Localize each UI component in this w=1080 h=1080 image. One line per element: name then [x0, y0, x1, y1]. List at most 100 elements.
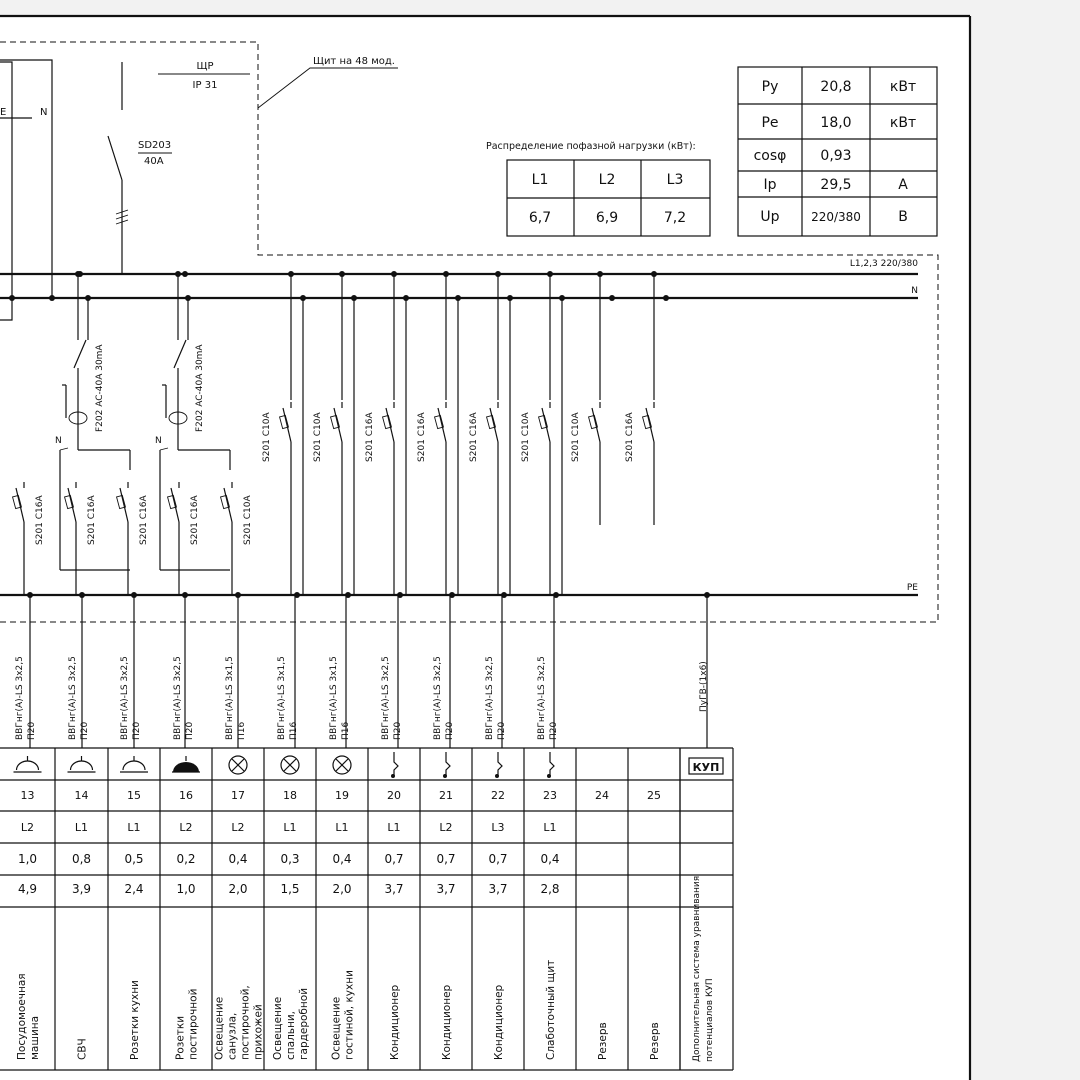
main-switch-model: SD203: [138, 140, 171, 151]
branch-high-label: S201 C10A: [262, 412, 272, 462]
branch-high-6: S201 C10A: [521, 271, 565, 748]
rcd-phase-dot: [175, 271, 181, 277]
rcd-label: F202 AC-40A 30mA: [95, 344, 105, 432]
branch-low-label: S201 C10A: [243, 495, 253, 545]
incoming-n-line: [0, 59, 53, 298]
branch-high-4: S201 C16A: [417, 271, 461, 748]
socket-icon: [13, 756, 42, 773]
branch-high-label: S201 C16A: [469, 412, 479, 462]
branch-low-label: S201 C16A: [87, 495, 97, 545]
circuit-phase: L1: [283, 821, 296, 834]
main-switch-blade: [107, 135, 123, 181]
circuit-phase: L1: [127, 821, 140, 834]
branch-breaker-high-icon-trip: [381, 414, 393, 430]
branch-breaker-high-icon-blade: [282, 407, 292, 443]
circuit-number: 22: [491, 789, 505, 802]
circuit-power: 0,8: [72, 852, 91, 866]
branch-breaker-high-icon: [587, 402, 601, 443]
cable-label-19: ВВГнг(А)-LS 3х1,5: [329, 656, 339, 740]
circuit-name-line: СВЧ: [77, 1038, 89, 1060]
phase-dist-header-l1: L1: [532, 172, 549, 188]
branch-high-label: S201 C10A: [313, 412, 323, 462]
cable-label-14: ВВГнг(А)-LS 3х2,5: [68, 656, 78, 740]
conduit-label-17: П16: [237, 722, 247, 740]
circuit-number: 17: [231, 789, 245, 802]
circuit-name-line: Резерв: [597, 1022, 609, 1060]
panel-name-top: ЩР: [197, 61, 214, 72]
branch-high-label: S201 C16A: [417, 412, 427, 462]
lamp-icon: [280, 755, 300, 775]
circuit-number: 23: [543, 789, 557, 802]
circuit-name-line: Посудомоечная: [16, 973, 28, 1060]
feed-icon: [495, 752, 503, 778]
branch-high-n-dot: [609, 295, 615, 301]
circuit-phase: L1: [543, 821, 556, 834]
circuit-power: 0,3: [280, 852, 299, 866]
branch-breaker-low-icon: [166, 482, 180, 523]
conduit-label-20: П20: [393, 722, 403, 740]
lamp-icon: [332, 755, 352, 775]
circuit-power: 0,7: [488, 852, 507, 866]
summary-unit-ip: А: [898, 177, 908, 193]
circuit-current: 1,5: [280, 882, 299, 896]
branch-breaker-high-icon-blade: [541, 407, 551, 443]
circuit-power: 0,4: [540, 852, 559, 866]
cable-label-21: ВВГнг(А)-LS 3х2,5: [433, 656, 443, 740]
circuit-number: 21: [439, 789, 453, 802]
circuit-name-line: гардеробной: [298, 988, 310, 1060]
cable-label-15: ВВГнг(А)-LS 3х2,5: [120, 656, 130, 740]
circuit-current: 2,0: [228, 882, 247, 896]
cable-label-18: ВВГнг(А)-LS 3х1,5: [277, 656, 287, 740]
branch-breaker-low-icon-trip: [63, 494, 75, 510]
rcd-n-out-tick: [159, 447, 169, 451]
panel-enclosure: [0, 41, 939, 623]
branch-breaker-low-icon-blade: [119, 487, 129, 523]
circuit-number: 14: [75, 789, 89, 802]
circuit-phase: L2: [179, 821, 192, 834]
circuit-name-line: Кондиционер: [493, 984, 505, 1060]
branch-low-pe-dot: [235, 592, 241, 598]
branch-breaker-high-icon-blade: [333, 407, 343, 443]
rcd-n-label: N: [55, 436, 62, 446]
branch-breaker-high-icon-trip: [329, 414, 341, 430]
branch-high-label: S201 C10A: [521, 412, 531, 462]
circuit-current: 4,9: [18, 882, 37, 896]
branch-breaker-low-icon-blade: [223, 487, 233, 523]
summary-value-up: 220/380: [811, 210, 861, 224]
circuit-name-line: Освещение: [272, 997, 284, 1060]
circuit-power: 0,7: [436, 852, 455, 866]
incoming-n-label: N: [40, 107, 47, 118]
feed-icon: [547, 752, 555, 778]
branch-breaker-high-icon-trip: [537, 414, 549, 430]
branch-breaker-low-icon: [63, 482, 77, 523]
pe-busbar-label: PE: [907, 583, 918, 593]
branch-breaker-low-icon: [115, 482, 129, 523]
circuit-phase: L3: [491, 821, 504, 834]
rcd-blade: [73, 339, 87, 369]
kup-symbol-icon: [688, 757, 724, 775]
branch-breaker-high-icon: [537, 402, 551, 443]
branch-breaker-high-icon-blade: [591, 407, 601, 443]
circuit-current: 3,9: [72, 882, 91, 896]
branch-breaker-high-icon-blade: [385, 407, 395, 443]
branch-breaker-high-icon: [329, 402, 343, 443]
circuit-name-line: Розетки кухни: [129, 980, 141, 1060]
circuit-number: 13: [21, 789, 35, 802]
branch-high-label: S201 C16A: [365, 412, 375, 462]
branch-high-1: S201 C10A: [262, 271, 306, 748]
branch-breaker-low-icon-blade: [67, 487, 77, 523]
feed-icon: [443, 752, 451, 778]
branch-high-7: S201 C10A: [571, 271, 615, 525]
phase-dist-value-l3: 7,2: [664, 210, 686, 226]
cable-label-22: ВВГнг(А)-LS 3х2,5: [485, 656, 495, 740]
circuit-name-line: Резерв: [649, 1022, 661, 1060]
branch-breaker-high-icon: [381, 402, 395, 443]
lamp-icon: [228, 755, 248, 775]
